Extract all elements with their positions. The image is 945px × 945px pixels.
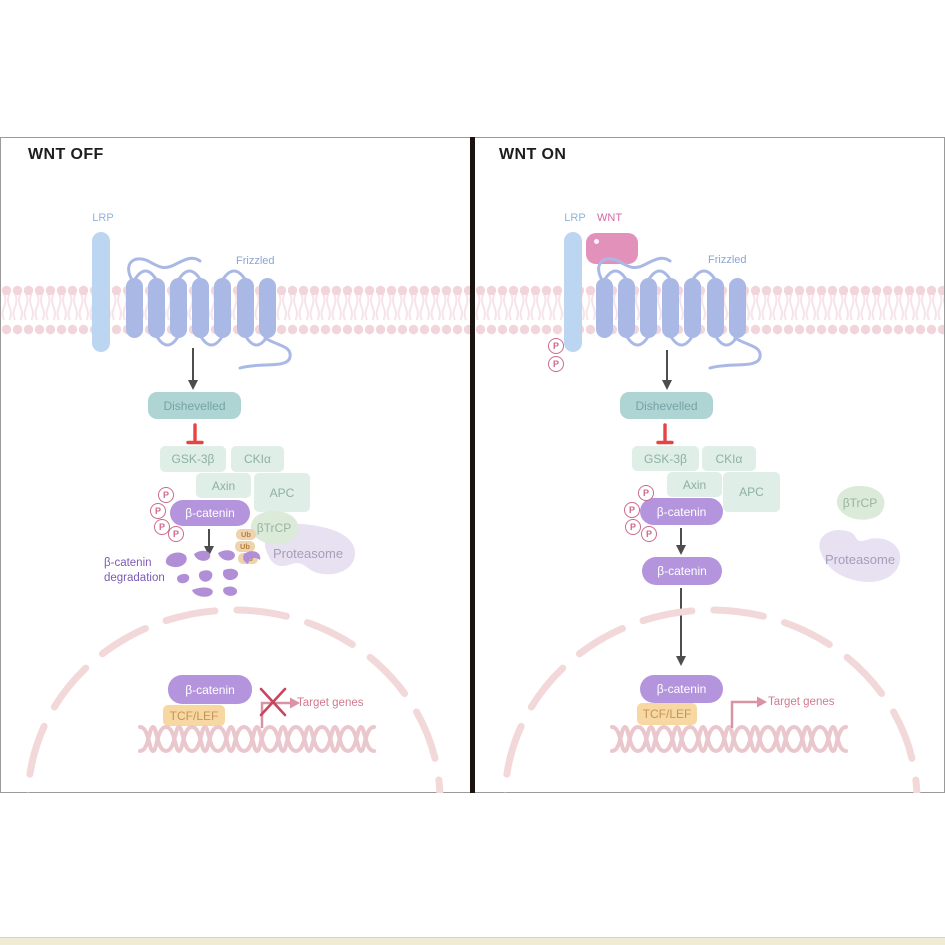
bottom-strip	[0, 937, 945, 945]
panel-divider	[470, 137, 475, 793]
